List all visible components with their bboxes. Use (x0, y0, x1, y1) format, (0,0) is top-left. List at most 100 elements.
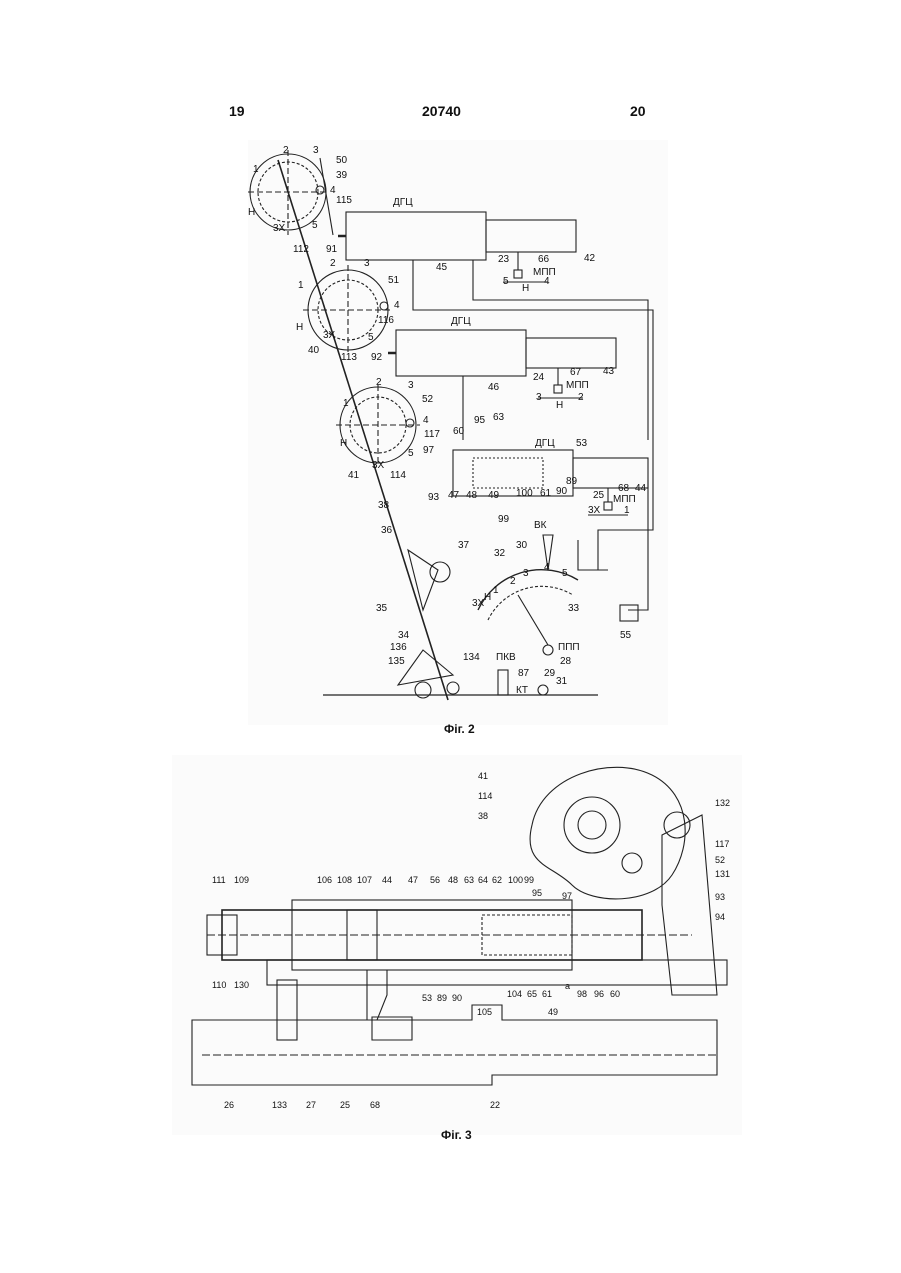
fig3-label: 25 (340, 1100, 350, 1110)
lower-label: 30 (516, 540, 527, 551)
mid-cam-label: 1 (298, 280, 304, 291)
lower-label: 36 (381, 525, 392, 536)
fig3-label: 52 (715, 855, 725, 865)
low-cam-label: Н (340, 438, 347, 449)
fig3-label: 100 (508, 875, 523, 885)
mid-cam-label: Н (296, 322, 303, 333)
low-cam-label: 117 (424, 429, 440, 440)
lower-label: 31 (556, 676, 567, 687)
cyl3-label: 90 (556, 486, 567, 497)
lower-label: 87 (518, 668, 529, 679)
cyl1-label: 42 (584, 253, 595, 264)
fig2-label-layer: ДГЦ МПП ДГЦ МПП ДГЦ МПП 1 2 3 50 39 4 11… (248, 140, 668, 725)
low-cam-label: 5 (408, 448, 414, 459)
low-cam-label: 93 (428, 492, 439, 503)
cyl3-label: 47 (448, 490, 459, 501)
lower-label: КТ (516, 685, 528, 696)
fig3-label: 105 (477, 1007, 492, 1017)
fig3-label: 27 (306, 1100, 316, 1110)
cyl3-label: 61 (540, 488, 551, 499)
cyl1-label: 66 (538, 254, 549, 265)
fig3-label: 22 (490, 1100, 500, 1110)
lower-label: 136 (390, 642, 407, 653)
cyl3-label: 89 (566, 476, 577, 487)
cyl2-label: 67 (570, 367, 581, 378)
cyl1-label: Н (522, 283, 529, 294)
fig3-label: 53 (422, 993, 432, 1003)
fig3-label: 44 (382, 875, 392, 885)
low-cam-label: 4 (423, 415, 429, 426)
low-cam-label: 38 (378, 500, 389, 511)
lower-label: Н (484, 592, 491, 603)
lower-label: 4 (544, 562, 550, 573)
mid-cam-label: 5 (368, 332, 374, 343)
cyl3-label: 97 (423, 445, 434, 456)
low-cam-label: 41 (348, 470, 359, 481)
fig3-label: 106 (317, 875, 332, 885)
fig3-label: 64 (478, 875, 488, 885)
mid-cam-label: 3 (364, 258, 370, 269)
top-cam-label: Н (248, 207, 255, 218)
cyl2-label: Н (556, 400, 563, 411)
fig3-label: 56 (430, 875, 440, 885)
cyl3-label: 44 (635, 483, 646, 494)
lower-label: 29 (544, 668, 555, 679)
fig3-label: 117 (715, 839, 729, 849)
cyl1-label: ДГЦ (393, 197, 413, 208)
low-cam-label: 52 (422, 394, 433, 405)
fig3-label: 96 (594, 989, 604, 999)
fig3-label: 48 (448, 875, 458, 885)
cyl1-label: 4 (544, 276, 550, 287)
top-cam-label: 3 (313, 145, 319, 156)
fig3-label: 107 (357, 875, 372, 885)
cyl1-label: 23 (498, 254, 509, 265)
lower-label: ПКВ (496, 652, 516, 663)
fig3-label: 68 (370, 1100, 380, 1110)
cyl3-mpp-label: МПП (613, 494, 636, 505)
fig3-label: 65 (527, 989, 537, 999)
lower-label: 35 (376, 603, 387, 614)
fig3-label: 26 (224, 1100, 234, 1110)
cyl3-label: 68 (618, 483, 629, 494)
cyl2-label: 43 (603, 366, 614, 377)
low-cam-label: 3Х (372, 460, 384, 471)
lower-label: 32 (494, 548, 505, 559)
lower-label: 28 (560, 656, 571, 667)
mid-cam-label: 2 (330, 258, 336, 269)
top-cam-label: 50 (336, 155, 347, 166)
low-cam-label: 114 (390, 470, 406, 481)
top-cam-label: 3Х (273, 223, 285, 234)
mid-cam-label: 4 (394, 300, 400, 311)
lower-label: 3 (523, 568, 529, 579)
top-cam-label: 2 (283, 145, 289, 156)
lower-label: ППП (558, 642, 580, 653)
fig3-label: 108 (337, 875, 352, 885)
top-cam-label: 115 (336, 195, 352, 206)
fig3-label: 49 (548, 1007, 558, 1017)
lower-label: 134 (463, 652, 480, 663)
fig3-label: 94 (715, 912, 725, 922)
top-cam-label: 112 (293, 244, 309, 255)
fig3-label: 110 (212, 980, 226, 990)
page-number-left: 19 (229, 103, 245, 119)
fig3-label: 131 (715, 869, 730, 879)
fig3-label: 104 (507, 989, 522, 999)
fig3-label: 111 (212, 875, 226, 885)
fig3-label: 95 (532, 888, 542, 898)
cyl3-label: 48 (466, 490, 477, 501)
mid-cam-label: 92 (371, 352, 382, 363)
fig3-label: 41 (478, 771, 488, 781)
mid-cam-label: 3Х (323, 330, 335, 341)
fig3-label-layer: 41 114 38 132 117 52 131 93 94 97 111 10… (172, 755, 742, 1135)
fig3-label: 62 (492, 875, 502, 885)
cyl3-label: 95 (474, 415, 485, 426)
fig3-label: 97 (562, 891, 572, 901)
cyl2-label: ДГЦ (451, 316, 471, 327)
cyl2-label: 46 (488, 382, 499, 393)
cyl3-label: 99 (498, 514, 509, 525)
fig3-label: 90 (452, 993, 462, 1003)
fig3-label: 61 (542, 989, 552, 999)
low-cam-label: 2 (376, 377, 382, 388)
cyl3-label: 100 (516, 488, 533, 499)
cyl3-label: 1 (624, 505, 630, 516)
